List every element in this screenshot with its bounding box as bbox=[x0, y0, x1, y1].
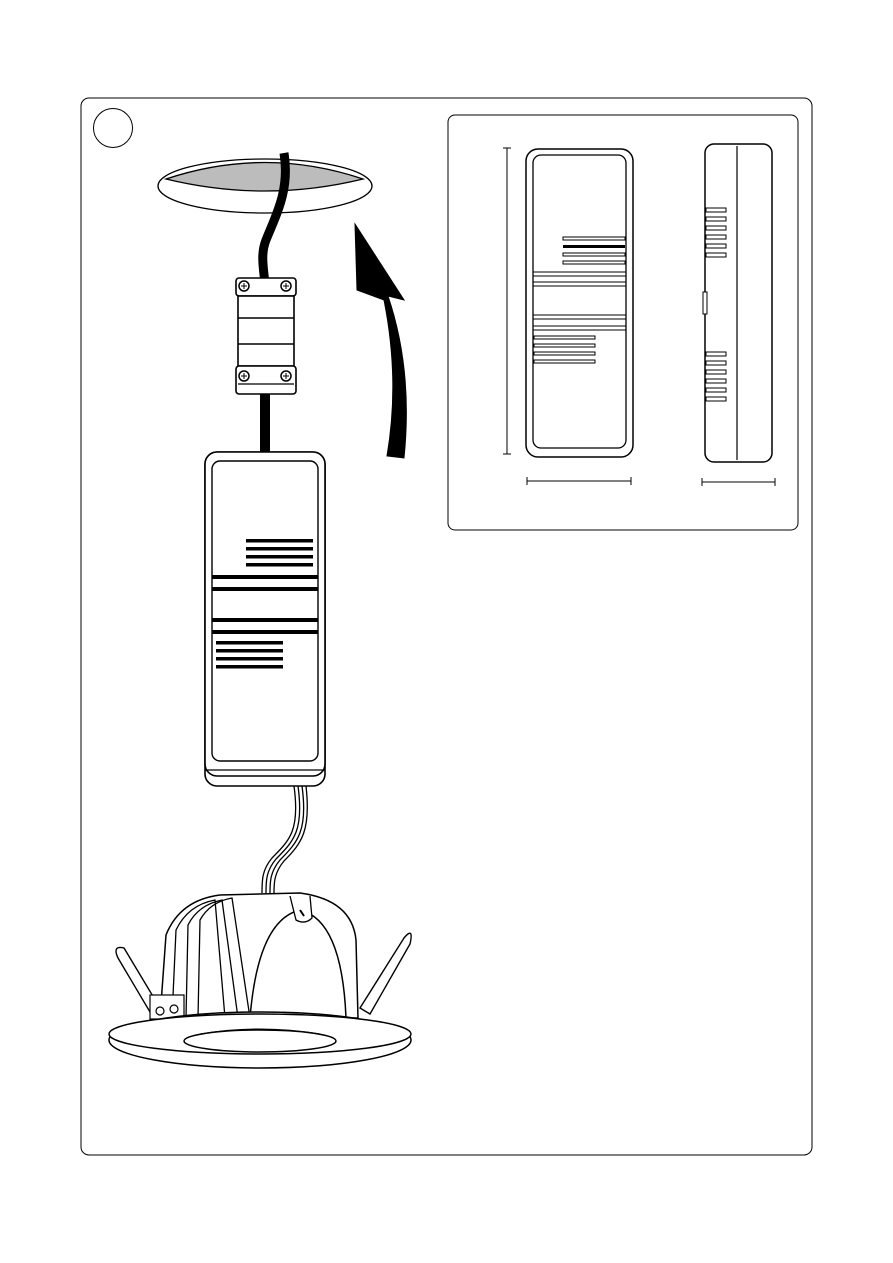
ceiling-cutout-icon bbox=[158, 159, 372, 213]
insert-up-arrow-icon bbox=[355, 224, 406, 458]
circle-step-marker-icon bbox=[94, 109, 133, 148]
driver-side-view bbox=[703, 144, 772, 462]
step-marker bbox=[94, 109, 133, 148]
output-cables bbox=[262, 786, 307, 893]
recessed-downlight-icon bbox=[109, 893, 411, 1068]
driver-input-cable bbox=[260, 394, 270, 452]
led-driver-icon bbox=[205, 452, 325, 786]
terminal-block-icon bbox=[236, 278, 296, 394]
driver-front-view bbox=[526, 149, 633, 457]
